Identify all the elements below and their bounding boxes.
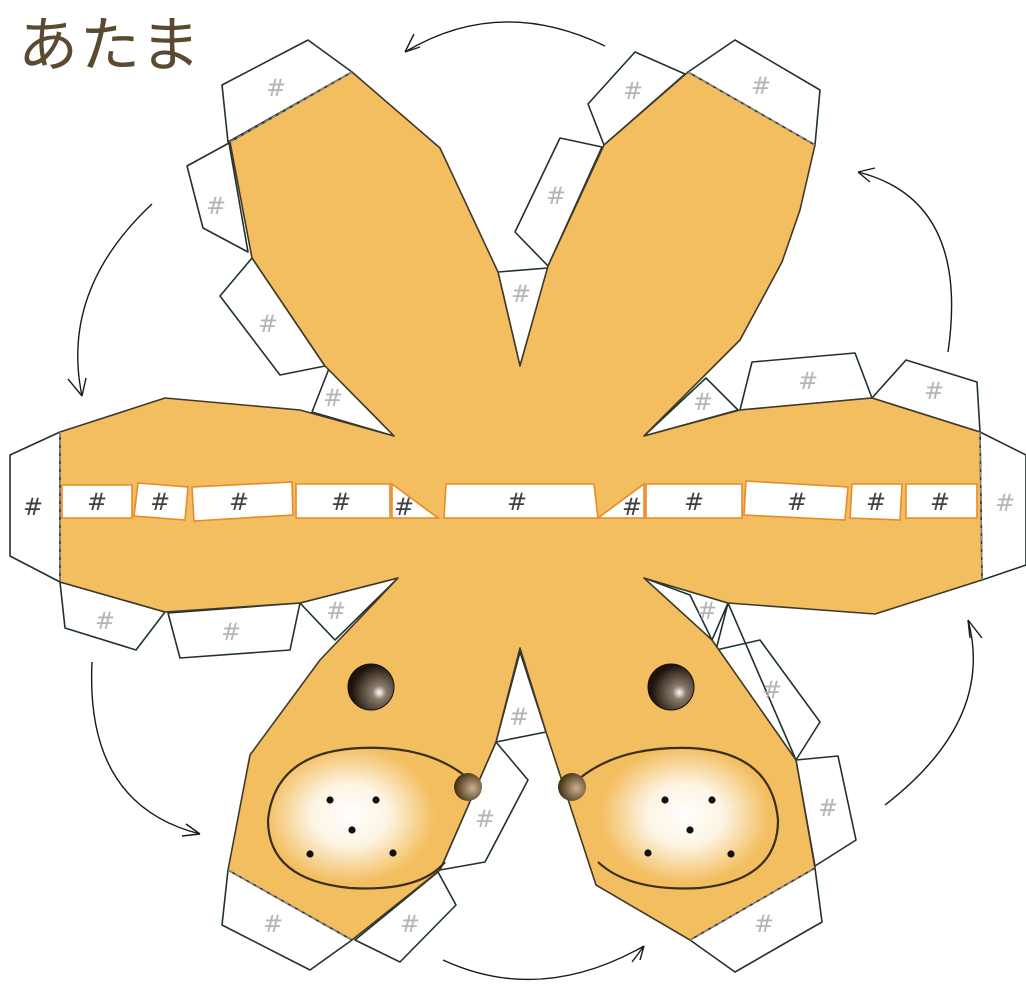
- arrow-lower-right: [884, 619, 975, 806]
- page-title: あたま: [18, 11, 203, 81]
- arrow-lower-left: [90, 661, 201, 835]
- arrow-upper-left: [77, 203, 153, 397]
- glue-mark: #: [326, 597, 346, 625]
- glue-mark: #: [263, 910, 283, 938]
- glue-mark: #: [87, 488, 107, 516]
- whisker-dot: [348, 826, 356, 834]
- glue-mark: #: [507, 488, 527, 516]
- glue-mark: #: [693, 388, 713, 416]
- whisker-dot: [372, 796, 380, 804]
- glue-mark: #: [475, 805, 495, 833]
- glue-mark: #: [930, 488, 950, 516]
- arrow-upper-right: [857, 171, 953, 353]
- fold-line: [687, 71, 816, 146]
- nose-left: [454, 773, 482, 801]
- glue-mark: #: [754, 910, 774, 938]
- glue-mark: #: [546, 182, 566, 210]
- glue-mark: #: [684, 488, 704, 516]
- eye-left: [347, 663, 395, 711]
- arrow-bottom: [442, 945, 645, 981]
- slot: [743, 480, 849, 521]
- glue-mark: #: [623, 77, 643, 105]
- slot: [61, 484, 133, 519]
- tab-lower-right-side2: [715, 602, 821, 761]
- fold-lines: [59, 71, 983, 941]
- glue-mark: #: [697, 597, 717, 625]
- arrow-upper-left-head: [67, 377, 87, 397]
- slot: [295, 483, 391, 519]
- slot: [133, 482, 189, 521]
- whisker-dots: [644, 796, 735, 858]
- arrow-top: [404, 21, 606, 53]
- rotation-arrows: [67, 21, 983, 981]
- glue-mark: #: [229, 488, 249, 516]
- glue-mark: #: [509, 703, 529, 731]
- cheek-line-right: [579, 746, 780, 890]
- glue-mark: #: [150, 488, 170, 516]
- glue-mark: #: [266, 74, 286, 102]
- glue-mark: #: [394, 493, 414, 521]
- glue-mark: #: [221, 618, 241, 646]
- arrow-top-head: [404, 33, 421, 53]
- glue-mark: #: [95, 607, 115, 635]
- whisker-dot: [727, 850, 735, 858]
- glue-mark: #: [622, 493, 642, 521]
- glue-mark: #: [762, 676, 782, 704]
- glue-mark: #: [995, 489, 1015, 517]
- glue-marks: # # # # # # # # # # # # # # # # # # # # …: [23, 72, 1015, 938]
- glue-mark: #: [511, 280, 531, 308]
- center-slots: [61, 480, 978, 522]
- face-left: [265, 663, 482, 890]
- glue-mark: #: [818, 794, 838, 822]
- arrow-bottom-head: [631, 945, 645, 963]
- fold-line: [689, 867, 816, 941]
- tab-top-left-side1: [186, 142, 249, 253]
- whisker-dot: [686, 826, 694, 834]
- arrow-lower-left-head: [181, 823, 201, 837]
- nose-right: [558, 773, 586, 801]
- cheek-left: [265, 747, 435, 883]
- whisker-dots: [306, 796, 397, 858]
- glue-mark: #: [323, 384, 343, 412]
- glue-mark: #: [400, 910, 420, 938]
- whisker-dot: [306, 850, 314, 858]
- arrow-upper-right-head: [857, 167, 876, 183]
- arrow-lower-right-head: [967, 619, 983, 639]
- slot: [595, 482, 645, 519]
- whisker-dot: [661, 796, 669, 804]
- slot: [391, 482, 441, 519]
- glue-mark: #: [866, 488, 886, 516]
- slot: [191, 481, 294, 522]
- glue-mark: #: [798, 367, 818, 395]
- glue-mark: #: [751, 72, 771, 100]
- slot: [905, 483, 978, 519]
- glue-mark: #: [23, 493, 43, 521]
- tab-lower-left-side1: [354, 871, 457, 963]
- whisker-dot: [326, 796, 334, 804]
- glue-mark: #: [258, 310, 278, 338]
- cheek-right: [600, 747, 770, 883]
- eye-right: [647, 663, 695, 711]
- glue-mark: #: [924, 377, 944, 405]
- glue-mark: #: [787, 488, 807, 516]
- cheek-line-left: [266, 746, 471, 890]
- face-right: [558, 663, 780, 890]
- whisker-dot: [389, 849, 397, 857]
- whisker-dot: [708, 796, 716, 804]
- glue-tabs: [9, 39, 1026, 973]
- whisker-dot: [644, 849, 652, 857]
- fold-line: [979, 431, 983, 581]
- slot: [849, 483, 903, 521]
- slot: [645, 483, 743, 519]
- glue-mark: #: [331, 488, 351, 516]
- glue-mark: #: [206, 192, 226, 220]
